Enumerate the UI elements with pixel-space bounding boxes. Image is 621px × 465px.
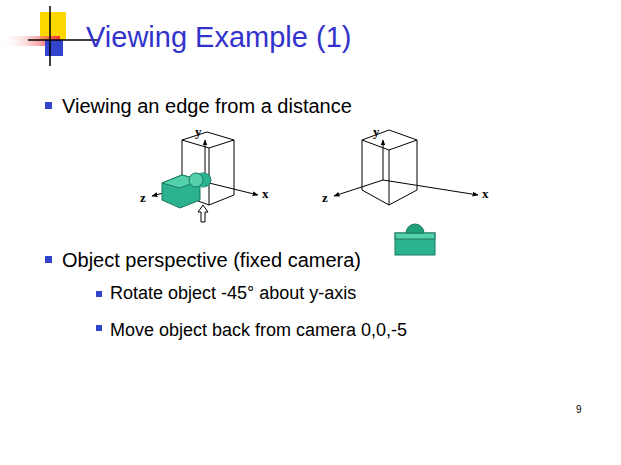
bullets (45, 102, 102, 331)
axis-label: x (262, 186, 269, 202)
axis-label: y (195, 124, 202, 140)
axis-label: y (373, 124, 380, 140)
left-figure (152, 132, 258, 222)
slide-title: Viewing Example (1) (86, 20, 351, 55)
axis-label: x (482, 186, 489, 202)
bullet-text: Viewing an edge from a distance (62, 94, 352, 118)
sub-bullet-text: Move object back from camera 0,0,-5 (110, 317, 420, 344)
page-number: 9 (576, 404, 582, 416)
axis-label: z (322, 190, 328, 206)
bullet-text: Object perspective (fixed camera) (62, 248, 361, 272)
logo (0, 6, 98, 66)
sub-bullet-text: Rotate object -45° about y-axis (110, 283, 356, 305)
right-figure (334, 130, 478, 255)
axis-label: z (140, 190, 146, 206)
